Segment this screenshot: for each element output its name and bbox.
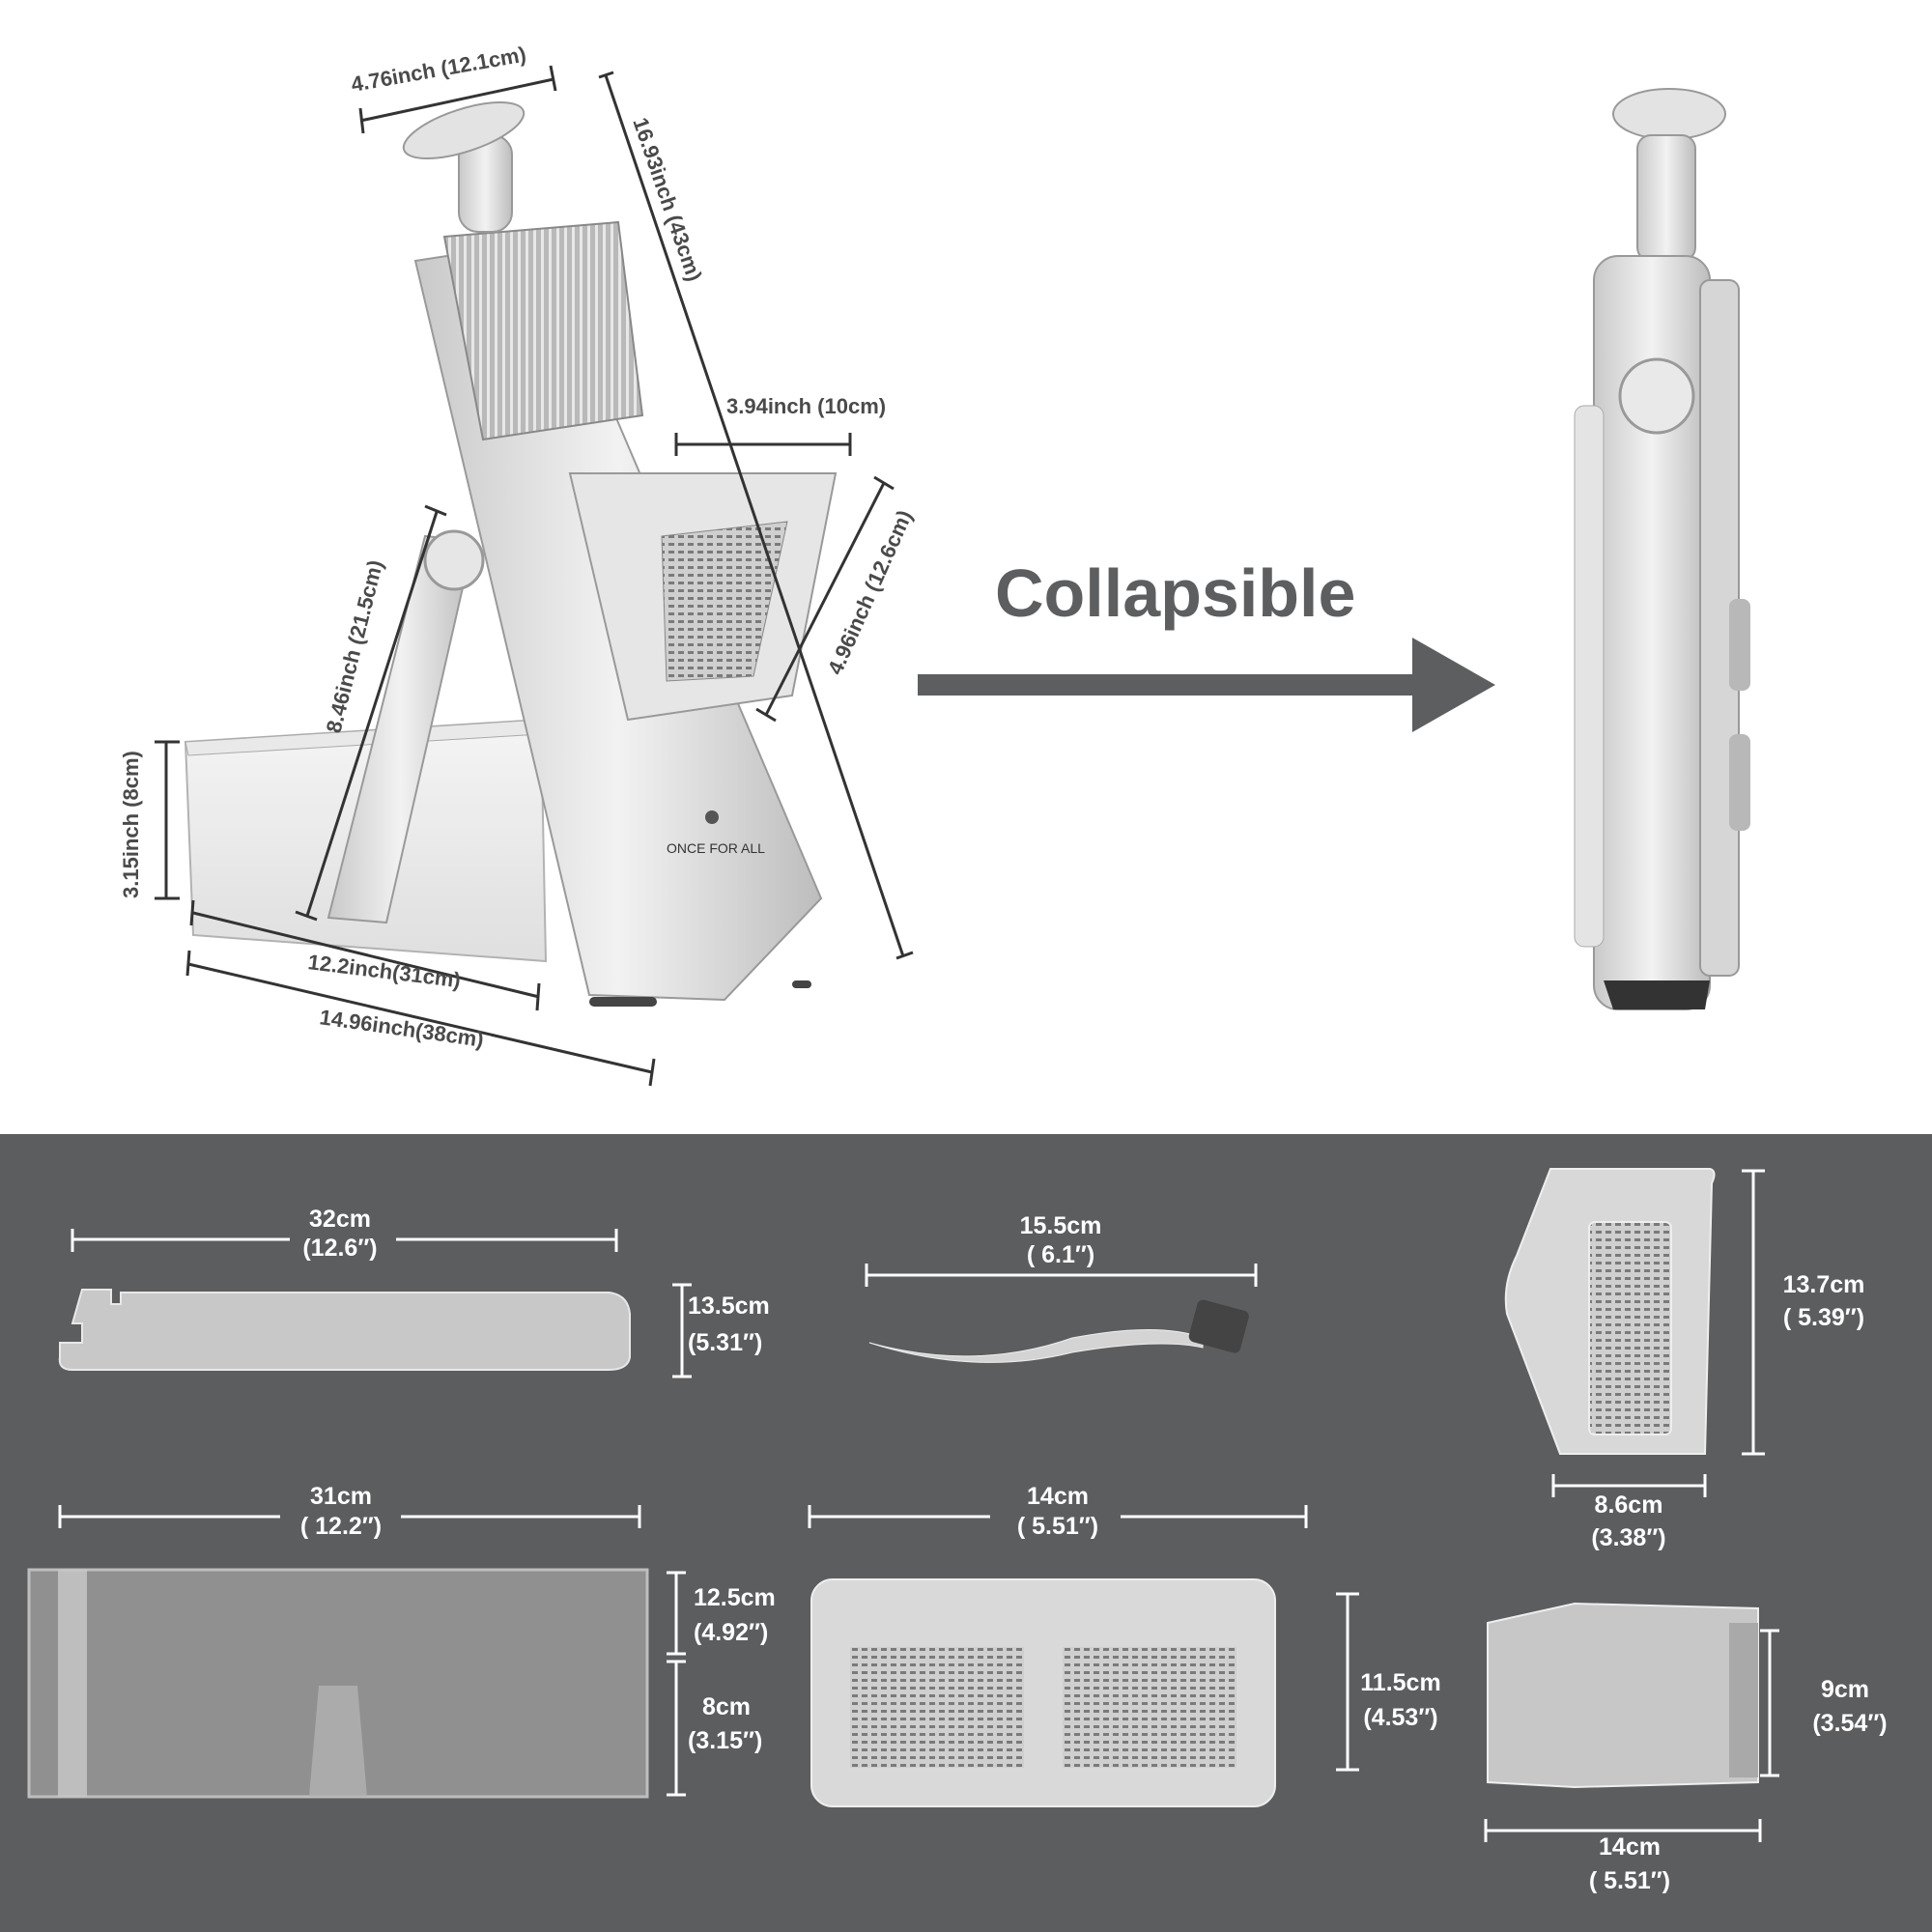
holder-height-in: (3.54″) <box>1812 1710 1887 1737</box>
dim-leg-height: 8.46inch (21.5cm) <box>322 557 388 735</box>
dim-hopper-width: 3.94inch (10cm) <box>726 394 886 418</box>
container-height2-cm: 8cm <box>702 1693 751 1720</box>
grater-height-cm: 13.7cm <box>1783 1271 1865 1298</box>
basket-height-cm: 11.5cm <box>1360 1669 1440 1696</box>
collapsible-label: Collapsible <box>995 555 1355 631</box>
container-height1-cm: 12.5cm <box>694 1584 776 1611</box>
drain-basket <box>810 1578 1276 1807</box>
cleaning-brush <box>868 1299 1249 1363</box>
basket-width-in: ( 5.51″) <box>1017 1513 1098 1540</box>
dimension-lines-bottom <box>58 1169 1779 1842</box>
brush-width-cm: 15.5cm <box>1020 1212 1102 1239</box>
container-height2-in: (3.15″) <box>688 1727 762 1754</box>
grater-hopper <box>1504 1168 1716 1455</box>
basket-width-cm: 14cm <box>1027 1483 1089 1510</box>
grater-height-in: ( 5.39″) <box>1783 1304 1864 1331</box>
grater-width-in: (3.38″) <box>1591 1524 1665 1551</box>
plate-height-cm: 13.5cm <box>688 1293 770 1320</box>
plate-width-cm: 32cm <box>309 1206 371 1233</box>
dimension-lines-top <box>155 65 914 1087</box>
right-arrow-icon <box>918 638 1495 732</box>
container-width-in: ( 12.2″) <box>300 1513 382 1540</box>
dim-hopper-height: 4.96inch (12.6cm) <box>823 506 917 678</box>
plate-height-in: (5.31″) <box>688 1329 762 1356</box>
grater-width-cm: 8.6cm <box>1595 1492 1663 1519</box>
mandoline-slicer: ONCE FOR ALL <box>184 100 838 1007</box>
storage-container <box>27 1568 649 1799</box>
basket-height-in: (4.53″) <box>1363 1704 1437 1731</box>
collapsed-mandoline <box>1574 88 1750 1010</box>
holder-width-cm: 14cm <box>1599 1833 1661 1861</box>
brand-logo-text: ONCE FOR ALL <box>667 840 765 856</box>
container-width-cm: 31cm <box>310 1483 372 1510</box>
brush-width-in: ( 6.1″) <box>1027 1241 1094 1268</box>
dim-width-top: 4.76inch (12.1cm) <box>350 42 528 96</box>
dim-tray-length: 12.2inch(31cm) <box>306 950 462 992</box>
dim-tray-height: 3.15inch (8cm) <box>119 751 143 898</box>
holder-width-in: ( 5.51″) <box>1589 1867 1670 1894</box>
food-holder <box>1487 1602 1759 1789</box>
dim-base-length: 14.96inch(38cm) <box>318 1005 485 1052</box>
slicing-plate <box>58 1289 631 1371</box>
holder-height-cm: 9cm <box>1821 1676 1869 1703</box>
plate-width-in: (12.6″) <box>302 1235 377 1262</box>
container-height1-in: (4.92″) <box>694 1619 768 1646</box>
